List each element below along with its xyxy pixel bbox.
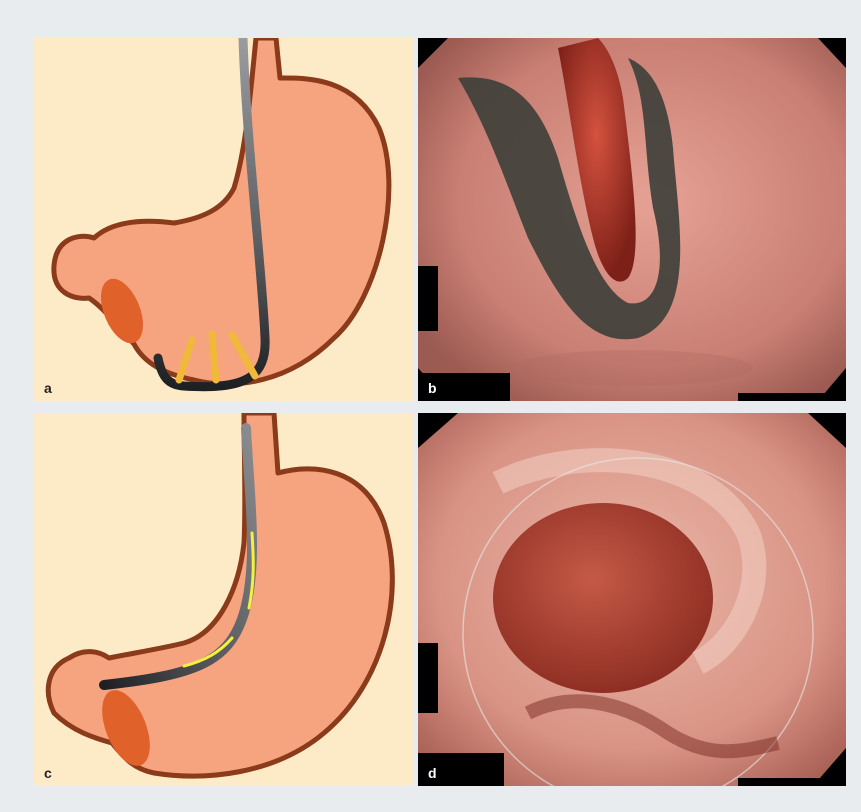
stomach-illustration-c <box>34 413 414 786</box>
mask-bar <box>418 266 438 331</box>
panel-b: b <box>418 38 846 401</box>
mask-bar <box>418 643 438 713</box>
mask-bar <box>738 393 846 401</box>
panel-label-d: d <box>428 766 437 780</box>
panel-label-b: b <box>428 381 437 395</box>
stomach-illustration-a <box>34 38 414 401</box>
endoscopic-photo-b <box>418 38 846 401</box>
lumen <box>493 503 713 693</box>
panel-c: c <box>34 413 414 786</box>
panel-d: d <box>418 413 846 786</box>
endoscopic-photo-d <box>418 413 846 786</box>
panel-label-a: a <box>44 381 52 395</box>
panel-a: a <box>34 38 414 401</box>
panel-label-c: c <box>44 766 52 780</box>
mask-bar <box>738 778 846 786</box>
